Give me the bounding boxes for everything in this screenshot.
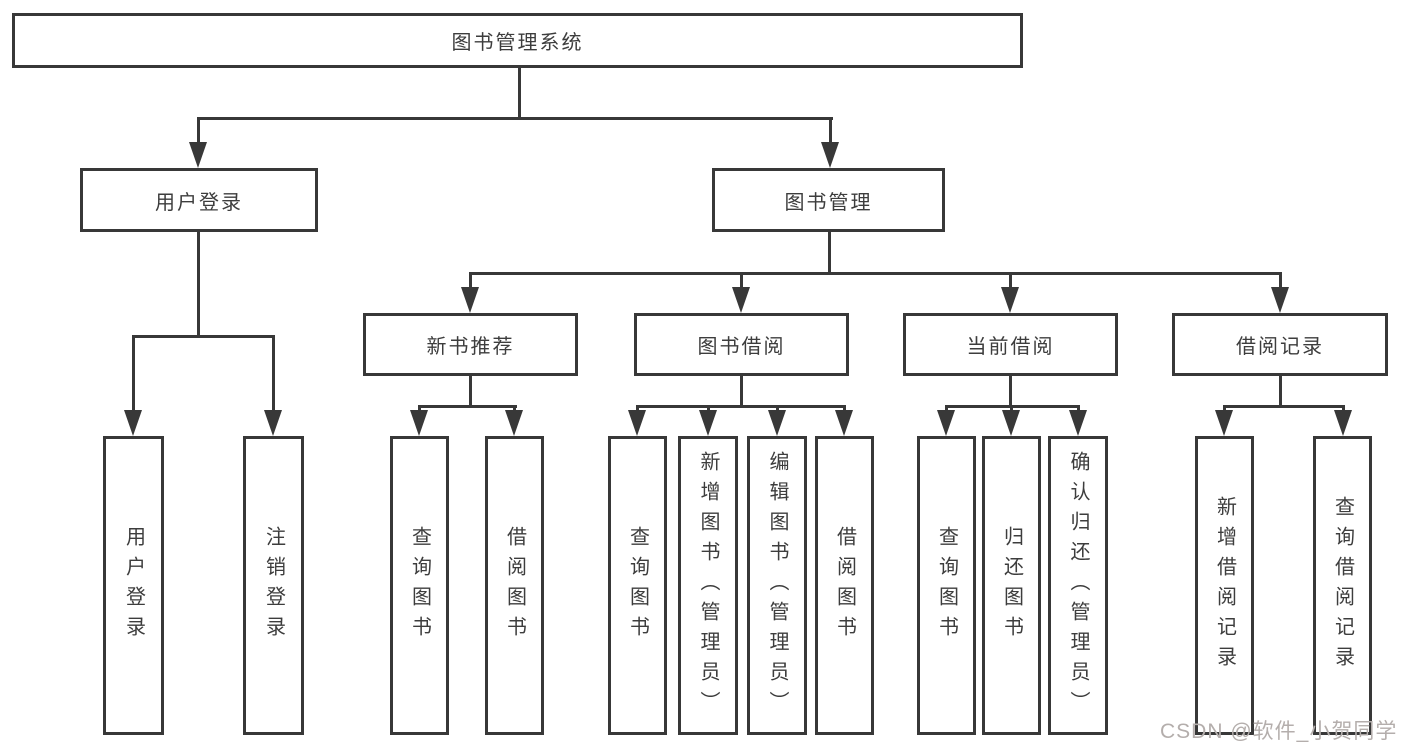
leaf-query-books-recommend: 查询图书 <box>390 436 449 735</box>
arrowhead-down-icon <box>410 410 428 436</box>
csdn-watermark: CSDN @软件_小贺同学 <box>1160 720 1398 743</box>
leaf-return-books: 归还图书 <box>982 436 1041 735</box>
arrowhead-down-icon <box>628 410 646 436</box>
arrowhead-down-icon <box>124 410 142 436</box>
connector-book-management-stem <box>828 231 831 275</box>
leaf-borrow-books-recommend: 借阅图书 <box>485 436 544 735</box>
leaf-label: 查询图书 <box>408 525 431 646</box>
node-library-management-system: 图书管理系统 <box>12 13 1023 68</box>
arrowhead-down-icon <box>1002 410 1020 436</box>
arrowhead-down-icon <box>821 142 839 168</box>
node-current-borrowing: 当前借阅 <box>903 313 1118 376</box>
connector-drop-user-login <box>197 117 200 147</box>
connector-drop-book-management <box>829 117 832 147</box>
node-label: 图书管理 <box>784 191 873 214</box>
leaf-add-books-admin: 新增图书（管理员） <box>678 436 738 735</box>
arrowhead-down-icon <box>505 410 523 436</box>
leaf-user-login: 用户登录 <box>103 436 164 735</box>
connector-new-book-rail <box>418 405 517 408</box>
arrowhead-down-icon <box>1271 287 1289 313</box>
connector-borrowing-records-stem <box>1279 375 1282 407</box>
leaf-label: 编辑图书（管理员） <box>766 450 788 721</box>
arrowhead-down-icon <box>768 410 786 436</box>
arrowhead-down-icon <box>699 410 717 436</box>
node-book-borrowing: 图书借阅 <box>634 313 849 376</box>
leaf-label: 借阅图书 <box>833 525 856 646</box>
leaf-confirm-return-admin: 确认归还（管理员） <box>1048 436 1108 735</box>
node-book-management: 图书管理 <box>712 168 945 232</box>
connector-root-rail <box>197 117 833 120</box>
leaf-query-books-borrowing: 查询图书 <box>608 436 667 735</box>
connector-borrowing-records-rail <box>1223 405 1344 408</box>
arrowhead-down-icon <box>189 142 207 168</box>
connector-drop-borrowing-records <box>1279 272 1282 290</box>
leaf-label: 查询借阅记录 <box>1331 495 1354 676</box>
connector-root-stem <box>518 66 521 119</box>
leaf-label: 查询图书 <box>935 525 958 646</box>
leaf-label: 借阅图书 <box>503 525 526 646</box>
node-label: 图书管理系统 <box>451 32 584 54</box>
arrowhead-down-icon <box>1215 410 1233 436</box>
connector-book-borrowing-rail <box>636 405 846 408</box>
arrowhead-down-icon <box>937 410 955 436</box>
connector-book-borrowing-stem <box>740 375 743 407</box>
node-label: 图书借阅 <box>697 336 786 358</box>
leaf-query-borrow-record: 查询借阅记录 <box>1313 436 1372 735</box>
leaf-label: 确认归还（管理员） <box>1067 450 1089 721</box>
connector-drop-current-borrowing <box>1009 272 1012 290</box>
arrowhead-down-icon <box>732 287 750 313</box>
leaf-label: 新增借阅记录 <box>1213 495 1236 676</box>
connector-drop-leaf-logout <box>272 335 275 415</box>
connector-drop-leaf-user-login <box>132 335 135 415</box>
arrowhead-down-icon <box>264 410 282 436</box>
leaf-borrow-books: 借阅图书 <box>815 436 874 735</box>
connector-user-login-rail <box>132 335 275 338</box>
node-new-book-recommendation: 新书推荐 <box>363 313 578 376</box>
node-label: 新书推荐 <box>426 336 515 358</box>
node-label: 当前借阅 <box>966 336 1055 358</box>
connector-user-login-stem <box>197 231 200 337</box>
leaf-logout: 注销登录 <box>243 436 304 735</box>
node-user-login: 用户登录 <box>80 168 318 232</box>
leaf-label: 新增图书（管理员） <box>697 450 719 721</box>
arrowhead-down-icon <box>835 410 853 436</box>
arrowhead-down-icon <box>461 287 479 313</box>
arrowhead-down-icon <box>1069 410 1087 436</box>
node-borrowing-records: 借阅记录 <box>1172 313 1388 376</box>
arrowhead-down-icon <box>1001 287 1019 313</box>
leaf-edit-books-admin: 编辑图书（管理员） <box>747 436 807 735</box>
leaf-label: 查询图书 <box>626 525 649 646</box>
leaf-label: 归还图书 <box>1000 525 1023 646</box>
leaf-add-borrow-record: 新增借阅记录 <box>1195 436 1254 735</box>
connector-drop-new-book <box>469 272 472 290</box>
leaf-label: 用户登录 <box>122 525 145 646</box>
node-label: 用户登录 <box>155 191 243 214</box>
node-label: 借阅记录 <box>1236 336 1324 358</box>
connector-book-management-rail <box>469 272 1282 275</box>
leaf-query-books-current: 查询图书 <box>917 436 976 735</box>
leaf-label: 注销登录 <box>262 525 285 646</box>
connector-current-borrowing-stem <box>1009 375 1012 407</box>
connector-new-book-stem <box>469 375 472 407</box>
arrowhead-down-icon <box>1334 410 1352 436</box>
connector-drop-book-borrowing <box>740 272 743 290</box>
